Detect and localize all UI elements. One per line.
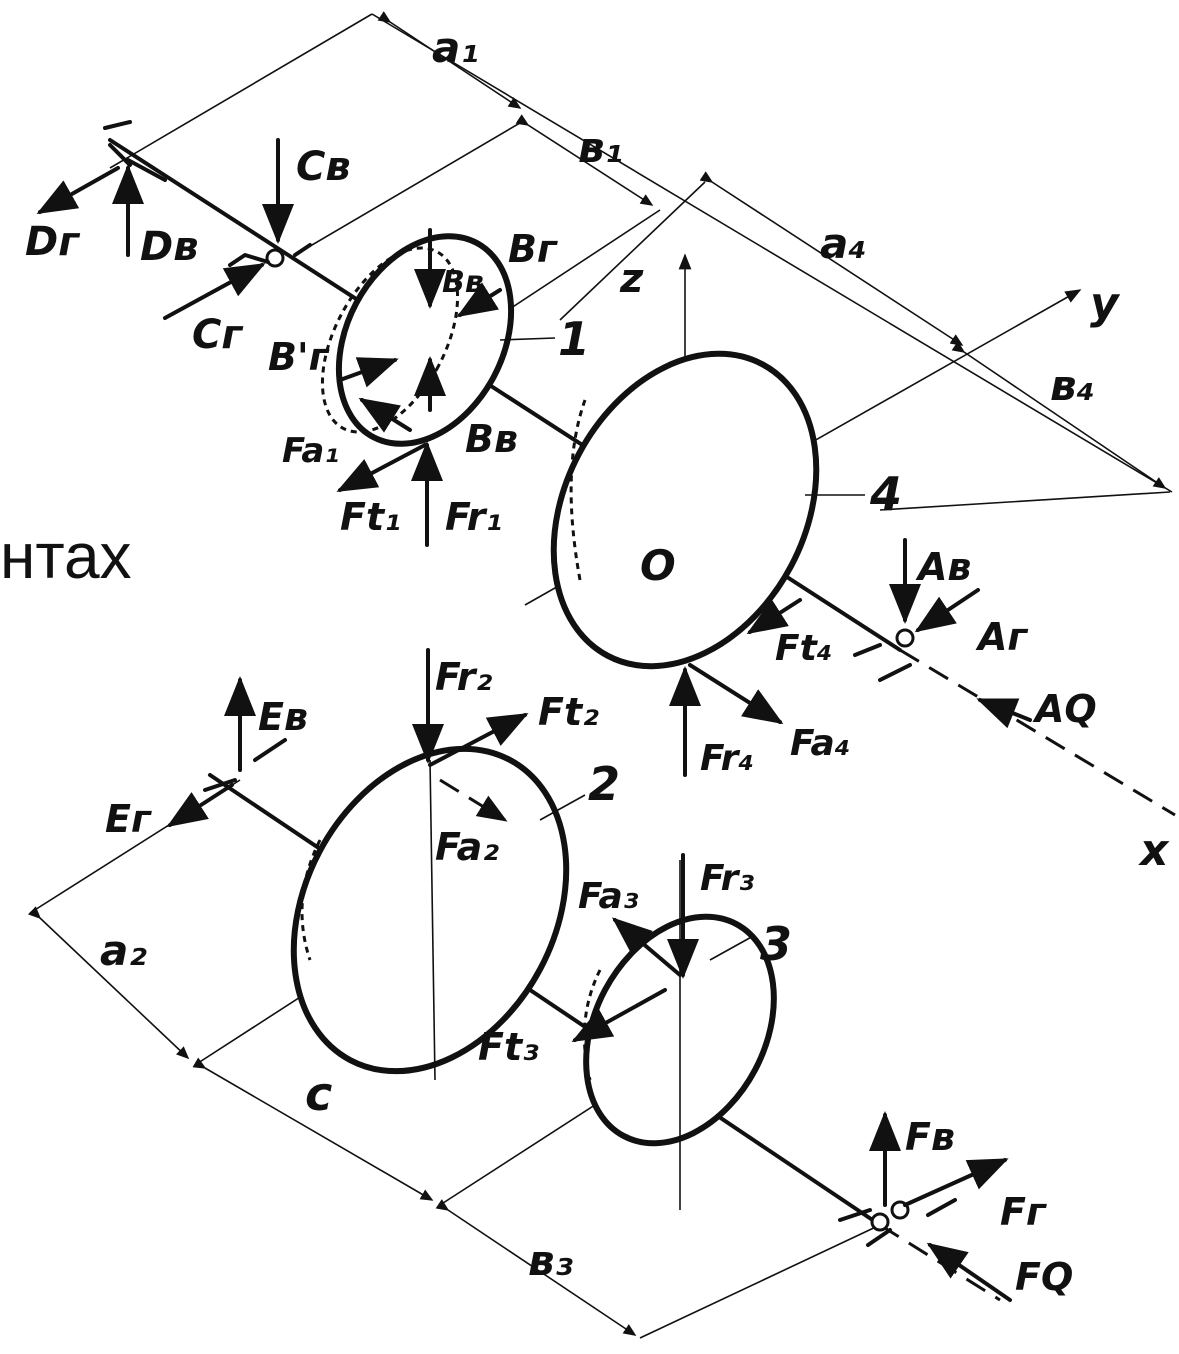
label-force-fa1: Fa₁ [282,431,339,471]
gear-2 [290,745,586,1081]
label-force-ft1: Ft₁ [340,495,401,539]
label-dim-a2: a₂ [100,926,147,975]
label-support-a-vertical: Aв [915,545,971,589]
label-force-fr2: Fr₂ [435,655,493,699]
support-c [163,138,312,320]
label-support-b-vertical-top: Bв [442,265,484,300]
label-support-b-horizontal-prime: B'г [268,335,330,379]
label-dim-b4: в₄ [1050,361,1095,410]
label-axis-x: x [1138,825,1170,876]
gear-4 [550,350,865,670]
support-e [166,676,287,828]
label-support-f-horizontal: Fг [1000,1190,1047,1234]
label-support-f-axial: FQ [1015,1255,1073,1299]
labels: z y x O 1 4 2 3 a₁ в₁ a₄ в₄ a₂ c в₃ Dг D… [25,23,1170,1299]
support-a [853,538,1032,729]
label-dim-c: c [305,1067,332,1121]
label-axis-z: z [619,256,644,302]
label-support-f-vertical: Fв [905,1115,955,1159]
label-force-fr1: Fr₁ [445,495,502,539]
gear-2-forces [412,648,529,822]
label-force-fa4: Fa₄ [790,723,851,764]
gear-3 [582,860,777,1210]
label-support-e-vertical: Eв [258,695,308,739]
label-support-d-horizontal: Dг [25,219,80,265]
label-dim-b1: в₁ [578,123,623,172]
label-gear-3: 3 [760,917,792,971]
support-f [838,1111,1012,1302]
label-force-fa3: Fa₃ [578,876,639,917]
label-force-fa2: Fa₂ [435,825,499,869]
label-axis-y: y [1090,278,1121,329]
label-dim-a1: a₁ [432,23,479,72]
support-d [36,120,167,257]
label-dim-a4: a₄ [820,219,867,268]
label-support-e-horizontal: Eг [105,797,152,841]
label-support-a-axial: AQ [1032,687,1097,731]
label-support-c-horizontal: Cг [192,312,243,358]
label-support-d-vertical: Dв [140,224,199,270]
gear-4-forces [669,598,802,777]
background-text-fragment: нтах [0,520,132,592]
label-force-fr3: Fr₃ [700,858,754,899]
label-support-b-horizontal: Bг [508,227,558,271]
gear-1-forces [336,228,502,547]
label-support-c-vertical: Cв [296,144,351,190]
label-dim-b3: в₃ [528,1236,573,1285]
label-force-ft3: Ft₃ [478,1025,539,1069]
gear-3-forces [571,853,699,1042]
label-gear-4: 4 [869,467,902,521]
label-gear-1: 1 [558,312,590,366]
label-support-b-vertical: Bв [465,417,518,461]
label-gear-2: 2 [588,757,620,811]
label-force-ft2: Ft₂ [538,690,599,734]
label-force-ft4: Ft₄ [775,628,833,669]
label-support-a-horizontal: Aг [975,615,1028,659]
label-origin: O [640,541,676,590]
label-force-fr4: Fr₄ [700,738,754,779]
